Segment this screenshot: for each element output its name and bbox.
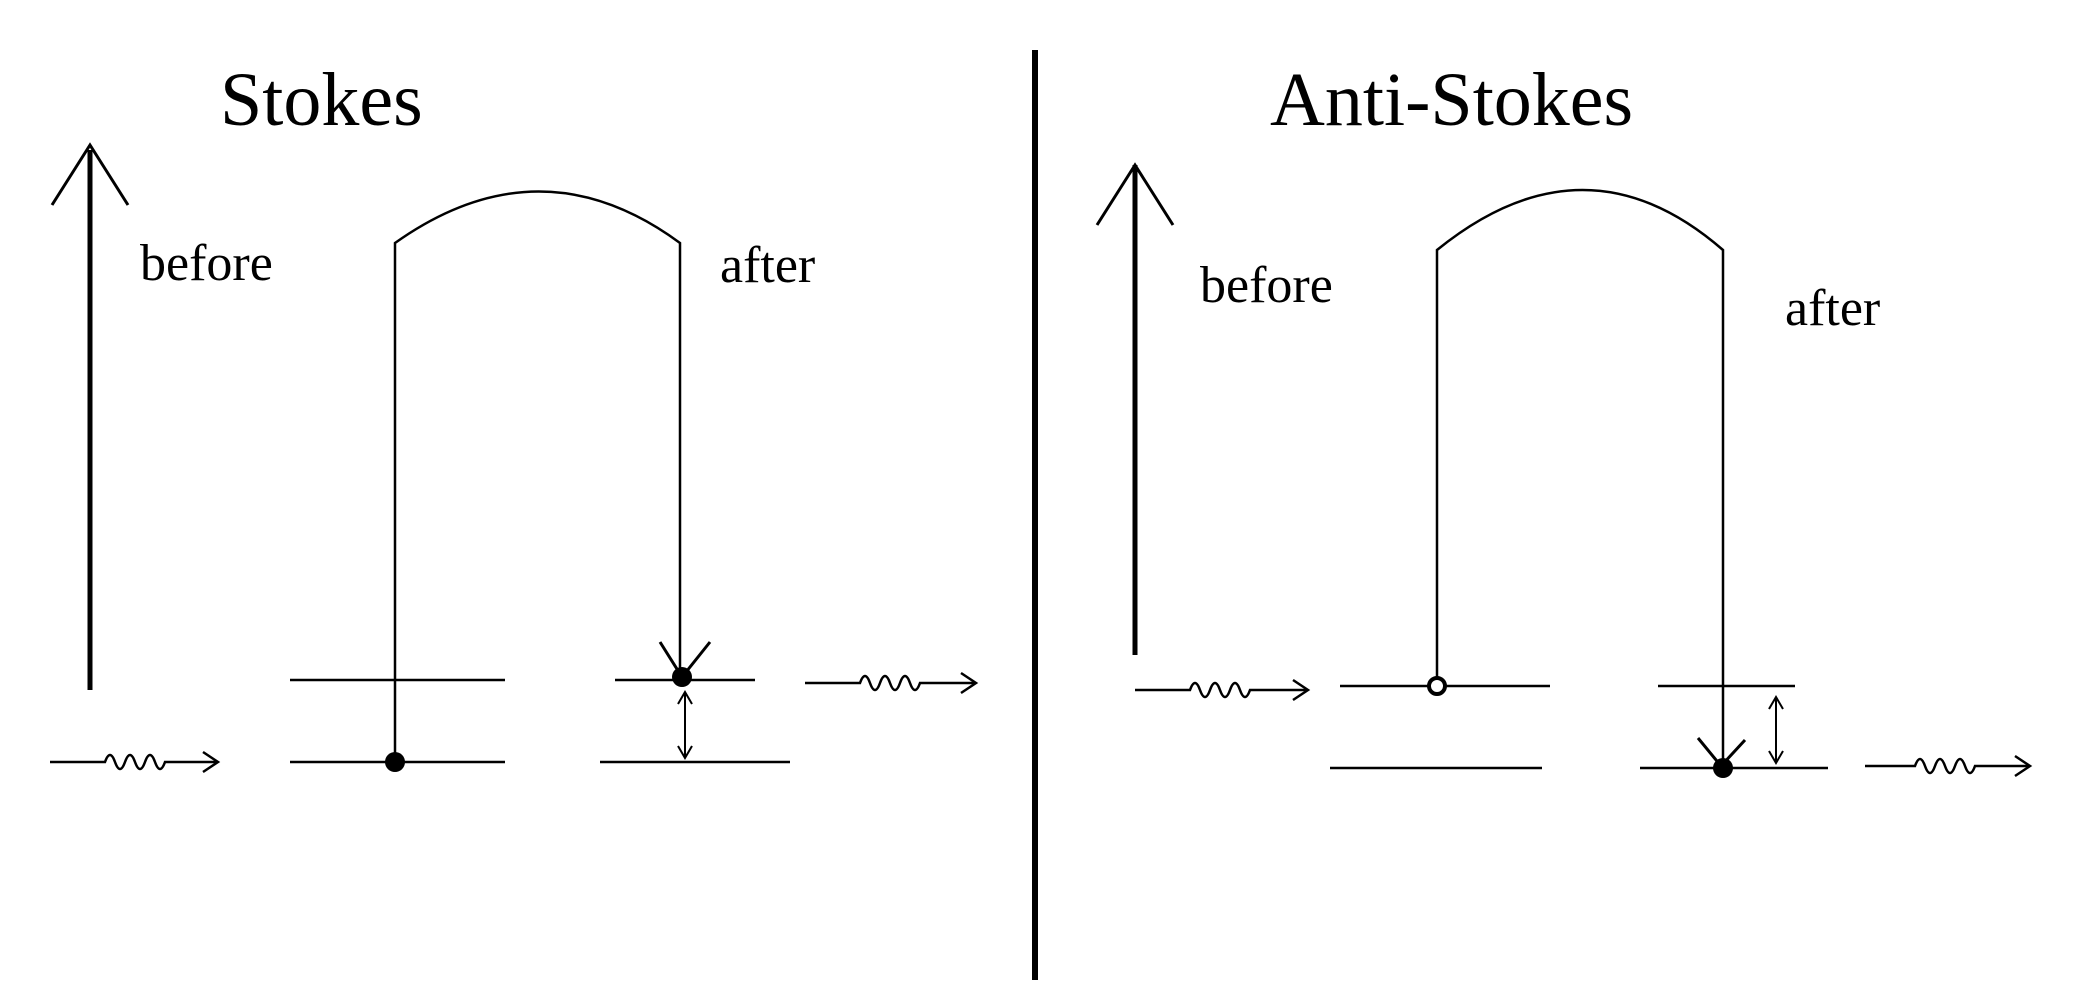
stokes-energy-axis-arrow: [50, 142, 130, 690]
stokes-title: Stokes: [220, 58, 423, 142]
stokes-virtual-state-path: [393, 190, 682, 762]
stokes-scattered-photon-icon: [805, 671, 979, 695]
stokes-after-label: after: [720, 237, 815, 294]
anti-stokes-incident-photon-icon: [1135, 678, 1311, 702]
anti-stokes-virtual-state-path: [1435, 188, 1725, 768]
anti-stokes-energy-gap-arrow: [1768, 695, 1784, 765]
stokes-after-arrowhead: [658, 641, 712, 680]
stokes-before-electron-dot: [385, 752, 405, 772]
anti-stokes-scattered-photon-icon: [1865, 754, 2033, 778]
anti-stokes-title: Anti-Stokes: [1270, 58, 1633, 142]
stokes-before-label: before: [140, 235, 273, 292]
anti-stokes-before-label: before: [1200, 257, 1333, 314]
stokes-panel: Stokes before after: [50, 58, 979, 774]
anti-stokes-after-arrowhead: [1696, 737, 1747, 769]
anti-stokes-energy-axis-arrow: [1095, 162, 1175, 655]
anti-stokes-after-label: after: [1785, 280, 1880, 337]
stokes-incident-photon-icon: [50, 750, 221, 774]
anti-stokes-panel: Anti-Stokes before after: [1095, 58, 2033, 778]
stokes-energy-gap-arrow: [677, 690, 693, 760]
anti-stokes-before-electron-dot: [1427, 676, 1447, 696]
